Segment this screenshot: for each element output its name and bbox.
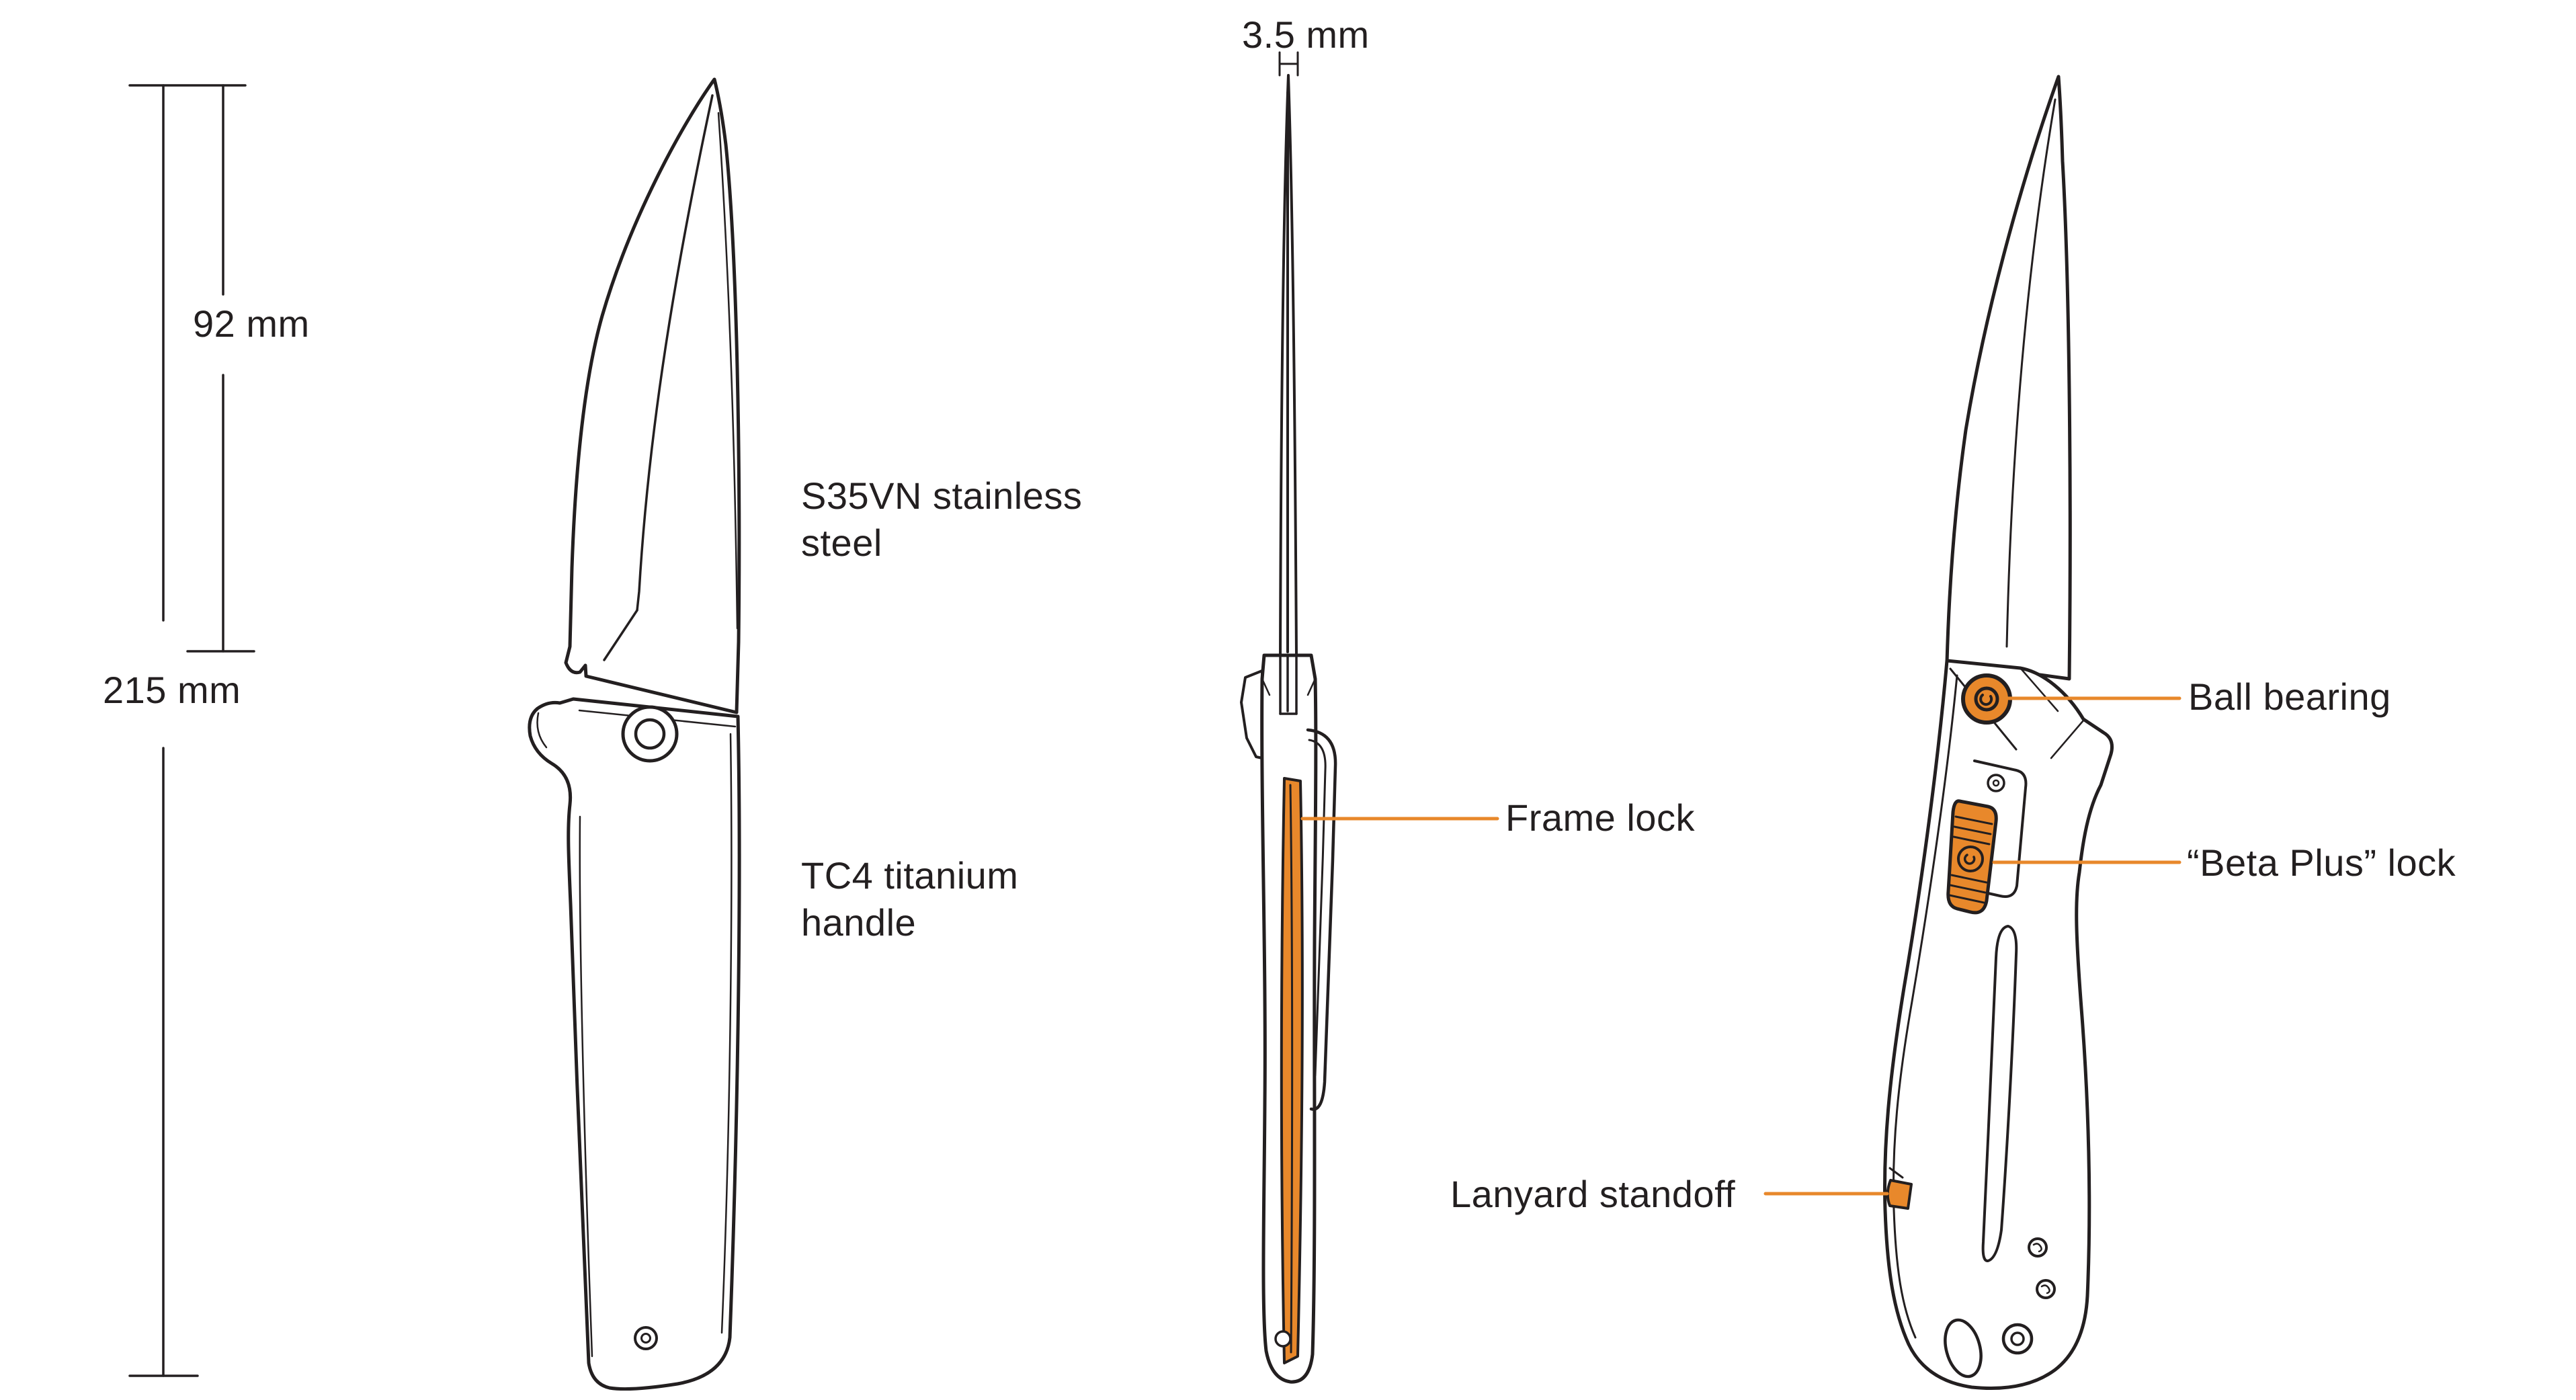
- handle-right-contour-line: [720, 733, 733, 1334]
- handle-material-line2: handle: [801, 901, 917, 944]
- back-screw-upper-detail: [2032, 1243, 2042, 1253]
- back-flipper-inner-line: [2050, 719, 2085, 759]
- edge-shoulder-chamfers: [1261, 677, 1317, 696]
- back-hump-chamfer-line: [2020, 668, 2059, 712]
- blade-material-label: S35VN stainless steel: [801, 472, 1082, 567]
- pivot-screw-inner: [634, 718, 666, 750]
- blade-edge-bevel-line: [717, 112, 739, 630]
- dimension-lines: [128, 84, 255, 1377]
- butt-screw-inner: [640, 1333, 651, 1344]
- edge-standoff-screw: [1274, 1330, 1292, 1348]
- lanyard-standoff-edge-tick: [1888, 1167, 1904, 1179]
- frame-lock-bar-seam: [1289, 784, 1294, 1354]
- back-screw-upper: [2028, 1237, 2048, 1258]
- flipper-groove-line: [536, 712, 548, 749]
- handle-outline: [528, 697, 741, 1391]
- lock-housing-screw: [1987, 774, 2005, 792]
- blade-grind-line: [636, 94, 714, 612]
- ball-bearing-label: Ball bearing: [2188, 675, 2391, 718]
- handle-left-contour-line: [579, 815, 593, 1358]
- beta-plus-lock-hatching: [1948, 815, 1993, 904]
- leader-lines: [1300, 696, 2182, 1196]
- lanyard-hole: [1944, 1318, 1983, 1378]
- lanyard-standoff-label: Lanyard standoff: [1450, 1173, 1736, 1215]
- thickness-bracket: [1278, 51, 1299, 77]
- beta-plus-lock-circle: [1957, 846, 1984, 872]
- edge-pocket-clip-inner: [1308, 739, 1327, 1077]
- blade-thickness-label: 3.5 mm: [1242, 13, 1370, 56]
- frame-lock-label: Frame lock: [1505, 796, 1695, 839]
- edge-pocket-clip: [1306, 728, 1337, 1111]
- butt-screw: [634, 1326, 658, 1350]
- lock-housing-outline: [1972, 759, 2028, 898]
- blade-material-line1: S35VN stainless: [801, 475, 1083, 517]
- back-butt-screw-inner: [2010, 1331, 2025, 1346]
- overall-length-label: 215 mm: [103, 669, 241, 711]
- handle-material-line1: TC4 titanium: [801, 854, 1019, 897]
- edge-flipper-tab: [1240, 669, 1263, 759]
- handle-material-label: TC4 titanium handle: [801, 852, 1018, 946]
- ball-bearing-pivot-inner: [1974, 686, 1999, 712]
- blade-length-label: 92 mm: [193, 302, 310, 345]
- back-pocket-clip: [1981, 925, 2018, 1262]
- back-screw-lower: [2036, 1279, 2056, 1299]
- side-view-open: [528, 77, 741, 1391]
- blade-plunge-line: [603, 609, 638, 661]
- beta-plus-lock-circle-detail: [1963, 854, 1976, 865]
- edge-blade-channel: [1279, 656, 1298, 715]
- back-butt-screw: [2001, 1323, 2034, 1355]
- back-blade-grind-line: [2005, 98, 2056, 648]
- lanyard-standoff: [1886, 1179, 1913, 1210]
- edge-view: [1240, 74, 1337, 1384]
- lock-side-view: [1882, 75, 2114, 1390]
- blade-material-line2: steel: [801, 522, 882, 564]
- back-liner-line: [1892, 674, 1958, 1339]
- blade-outline: [564, 77, 741, 714]
- back-screw-lower-detail: [2040, 1284, 2050, 1294]
- beta-plus-lock-label: “Beta Plus” lock: [2187, 841, 2456, 884]
- lock-housing-screw-dot: [1992, 779, 2000, 787]
- ball-bearing-torx-detail: [1979, 694, 1993, 706]
